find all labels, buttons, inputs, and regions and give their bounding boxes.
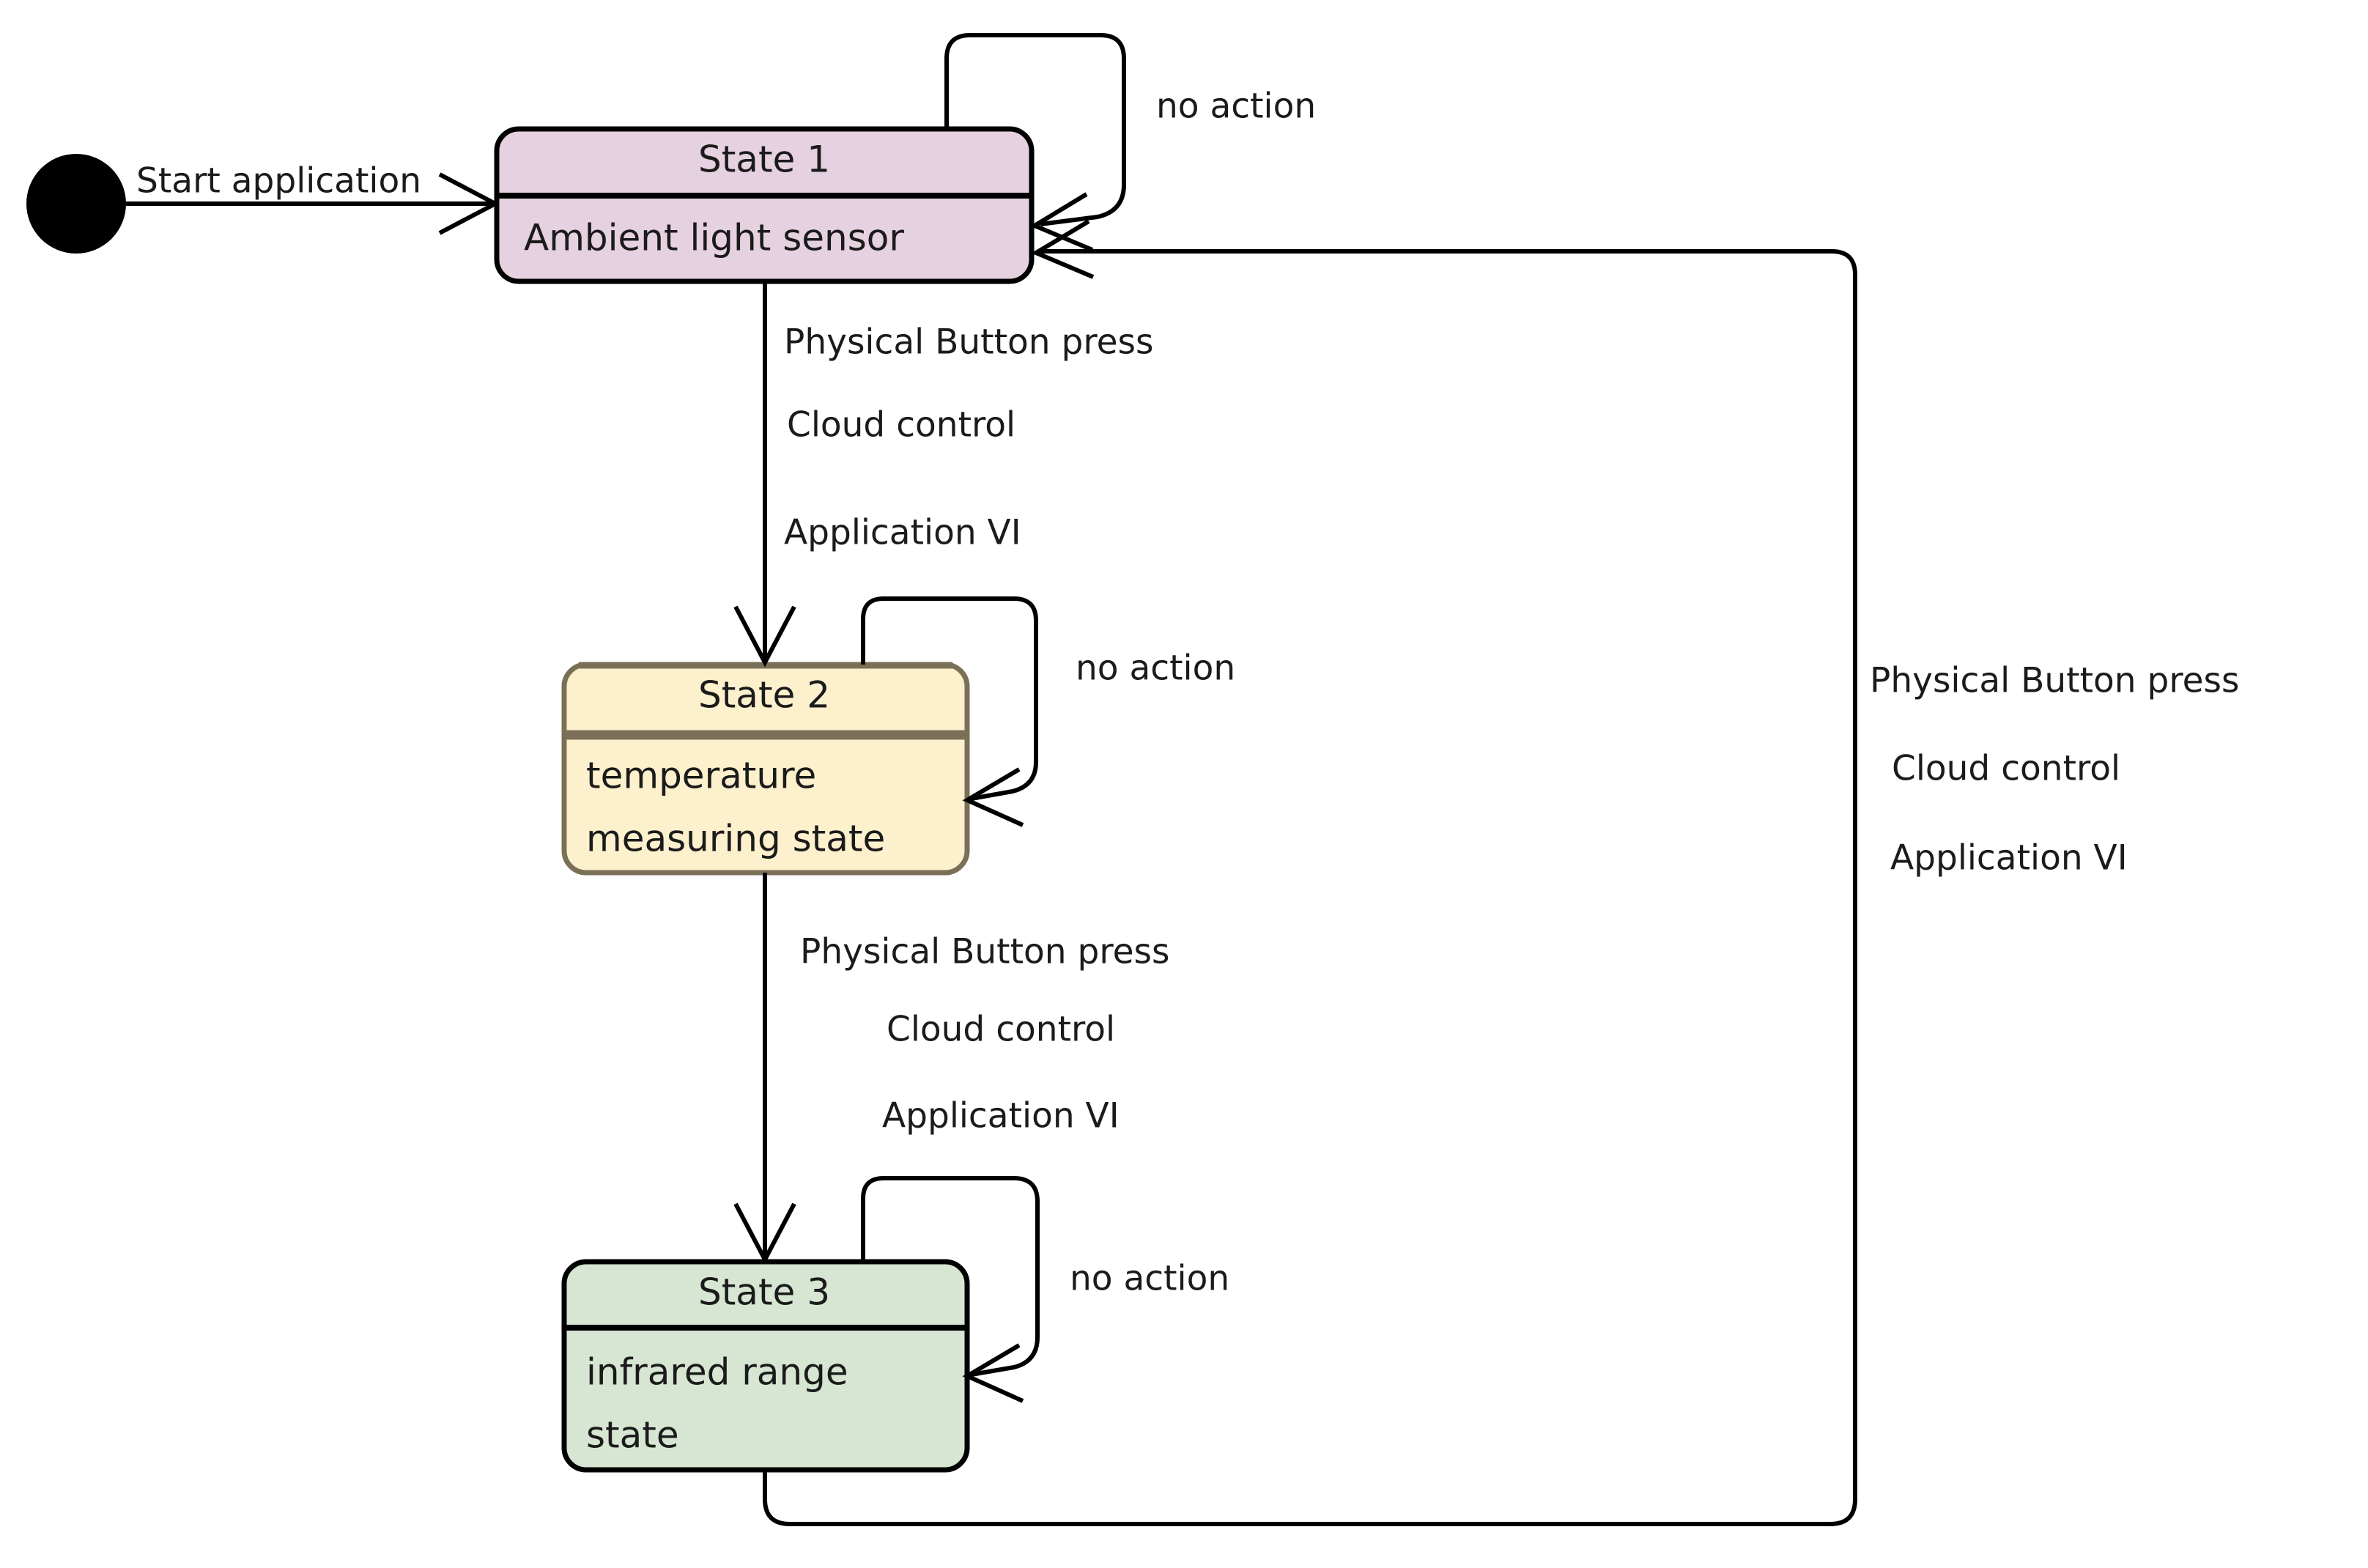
initial-state-node [26, 154, 126, 254]
label-transition-2-to-3-line-2: Cloud control [887, 1010, 1115, 1050]
state-2-body-line-1: temperature [586, 755, 816, 797]
label-transition-2-to-3-line-3: Application VI [882, 1096, 1120, 1136]
transition-2-to-3-arrowhead [733, 1202, 796, 1265]
state-2-title: State 2 [698, 674, 830, 717]
label-start-application: Start application [136, 161, 421, 201]
label-transition-1-to-2-line-1: Physical Button press [784, 322, 1154, 363]
self-loop-state-3 [861, 1176, 1040, 1377]
self-loop-state-1-arrowhead [1029, 192, 1094, 252]
label-transition-2-to-3-line-1: Physical Button press [800, 932, 1170, 972]
self-loop-state-2-arrowhead [962, 767, 1024, 827]
label-no-action-state-2: no action [1076, 648, 1235, 689]
transition-3-to-1-line [763, 249, 1857, 1526]
state-1-title: State 1 [698, 138, 830, 181]
state-2-body-line-2: measuring state [586, 818, 885, 860]
state-1-body-line: Ambient light sensor [524, 217, 904, 259]
self-loop-state-1 [944, 33, 1126, 226]
transition-1-to-2-arrowhead [733, 605, 796, 667]
label-transition-1-to-2-line-3: Application VI [784, 513, 1021, 553]
state-3-body-line-1: infrared range [586, 1351, 848, 1394]
state-3-body-line-2: state [586, 1414, 679, 1457]
label-no-action-state-3: no action [1070, 1259, 1229, 1299]
label-transition-3-to-1-line-2: Cloud control [1892, 749, 2120, 789]
state-3-title: State 3 [698, 1271, 830, 1314]
self-loop-state-2 [861, 596, 1038, 801]
transition-3-to-1-arrowhead [1031, 219, 1095, 279]
label-transition-3-to-1-line-1: Physical Button press [1870, 661, 2240, 701]
self-loop-state-3-arrowhead [962, 1343, 1024, 1403]
label-transition-3-to-1-line-3: Application VI [1890, 838, 2128, 879]
label-no-action-state-1: no action [1156, 86, 1316, 127]
label-transition-1-to-2-line-2: Cloud control [787, 405, 1015, 445]
